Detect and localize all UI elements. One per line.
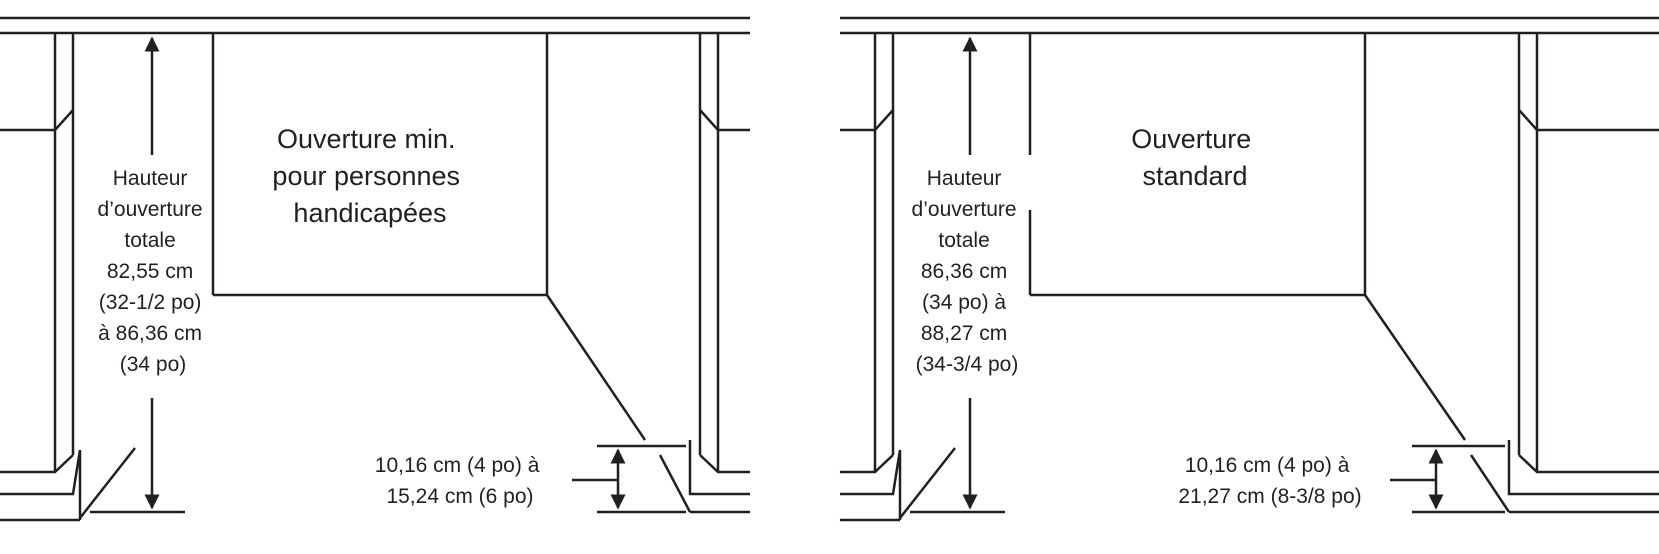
toe-kick-dimension <box>1390 444 1505 514</box>
panel-standard-opening: Ouverture standard Hauteur d’ouverture t… <box>840 16 1659 522</box>
toe-kick-dimension <box>572 444 686 514</box>
opening-label: Ouverture standard <box>1131 124 1259 191</box>
height-label: Hauteur d’ouverture totale 82,55 cm (32-… <box>98 167 209 376</box>
countertop-lines <box>0 16 750 35</box>
countertop-lines <box>840 16 1659 35</box>
panel-accessible-opening: Ouverture min. pour personnes handicapée… <box>0 16 750 522</box>
opening-label: Ouverture min. pour personnes handicapée… <box>272 124 467 228</box>
toe-kick-label: 10,16 cm (4 po) à 21,27 cm (8-3/8 po) <box>1178 454 1361 508</box>
right-cabinet-side <box>658 33 750 514</box>
toe-kick-label: 10,16 cm (4 po) à 15,24 cm (6 po) <box>375 454 545 508</box>
left-cabinet-side <box>840 33 1005 522</box>
opening-frame <box>1028 33 1467 441</box>
height-label: Hauteur d’ouverture totale 86,36 cm (34 … <box>912 167 1023 376</box>
opening-frame <box>211 33 647 441</box>
right-cabinet-side <box>1469 33 1659 514</box>
left-cabinet-side <box>0 33 185 522</box>
